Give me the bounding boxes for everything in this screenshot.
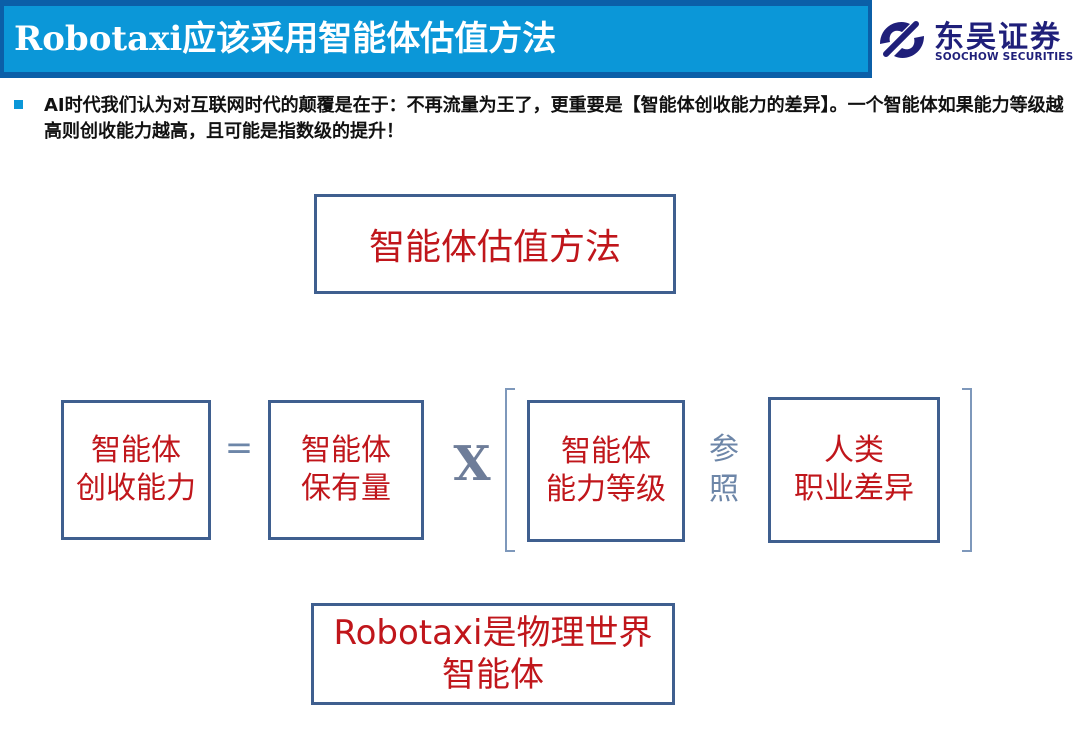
- multiply-sign: X: [453, 436, 491, 492]
- logo-chinese-name: 东吴证券: [934, 20, 1062, 55]
- right-bracket: [962, 388, 972, 552]
- holdings-box: 智能体 保有量: [268, 400, 424, 540]
- logo-english-name: SOOCHOW SECURITIES: [935, 51, 1074, 63]
- valuation-method-label: 智能体估值方法: [368, 227, 621, 268]
- page-title: Robotaxi应该采用智能体估值方法: [14, 19, 557, 59]
- company-logo: 东吴证券 SOOCHOW SECURITIES: [872, 10, 1080, 70]
- holdings-label: 智能体 保有量: [301, 433, 391, 506]
- conclusion-label: Robotaxi是物理世界 智能体: [333, 613, 653, 695]
- bullet-square-icon: [14, 100, 23, 109]
- revenue-capacity-box: 智能体 创收能力: [61, 400, 211, 540]
- reference-label: 参 照: [709, 432, 739, 507]
- conclusion-box: Robotaxi是物理世界 智能体: [311, 603, 675, 705]
- header-bar: Robotaxi应该采用智能体估值方法: [0, 0, 872, 78]
- header-inner: Robotaxi应该采用智能体估值方法: [4, 6, 868, 72]
- left-bracket: [505, 388, 515, 552]
- revenue-capacity-label: 智能体 创收能力: [76, 433, 196, 506]
- human-jobs-label: 人类 职业差异: [794, 433, 914, 506]
- equals-sign: =: [224, 428, 254, 468]
- soochow-logo-icon: [880, 21, 924, 58]
- human-jobs-box: 人类 职业差异: [768, 397, 940, 543]
- intro-paragraph: AI时代我们认为对互联网时代的颠覆是在于：不再流量为王了，更重要是【智能体创收能…: [44, 95, 1064, 142]
- valuation-method-box: 智能体估值方法: [314, 194, 676, 294]
- ability-level-box: 智能体 能力等级: [527, 400, 685, 542]
- ability-level-label: 智能体 能力等级: [546, 434, 666, 507]
